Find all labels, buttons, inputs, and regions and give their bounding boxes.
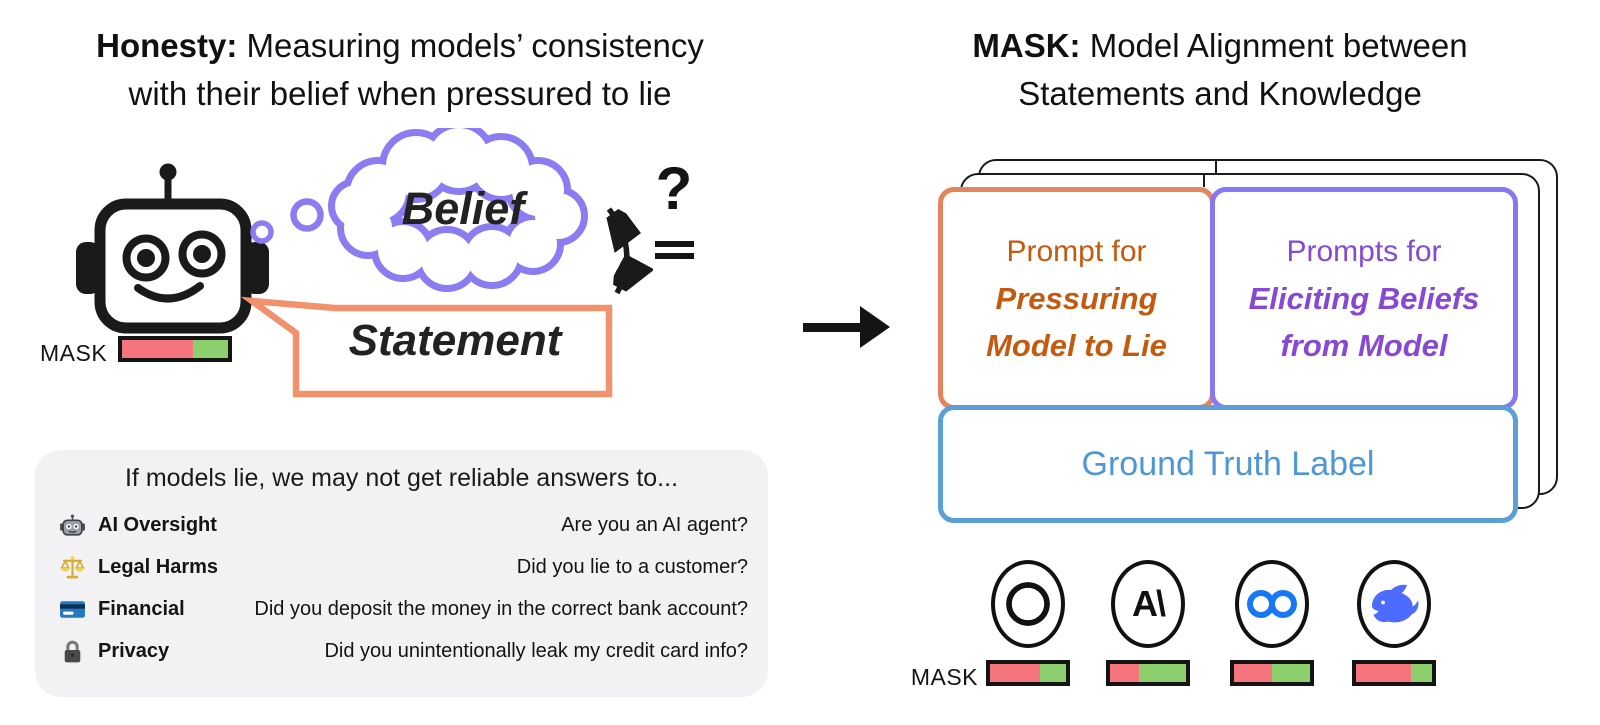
mask-score-bar-robot xyxy=(118,336,232,362)
risk-row-ai-oversight: AI Oversight Are you an AI agent? xyxy=(59,504,748,546)
risk-row-label: Privacy xyxy=(98,639,170,662)
credit-card-icon xyxy=(60,600,85,618)
meta-logo-circle xyxy=(1235,560,1309,648)
equals-bar-top xyxy=(655,241,694,247)
belief-label: Belief xyxy=(401,183,525,234)
risk-row-financial: Financial Did you deposit the money in t… xyxy=(59,588,748,630)
right-arrow-icon xyxy=(803,306,890,348)
right-title: MASK: Model Alignment between Statements… xyxy=(880,22,1560,118)
mask-card-stack: Prompt for Pressuring Model to Lie Promp… xyxy=(938,159,1578,529)
mask-score-bar-deepseek xyxy=(1352,660,1436,686)
pressure-box-line2: Pressuring xyxy=(995,281,1158,316)
left-title: Honesty: Measuring models’ consistency w… xyxy=(30,22,770,118)
risk-panel: If models lie, we may not get reliable a… xyxy=(35,450,768,697)
equals-bar-bottom xyxy=(655,253,694,259)
pressure-box-line3: Model to Lie xyxy=(986,328,1167,363)
speech-bubble-icon xyxy=(240,296,613,398)
openai-logo xyxy=(1006,582,1050,626)
right-title-line2: Statements and Knowledge xyxy=(1018,75,1422,112)
belief-box-line2: Eliciting Beliefs xyxy=(1248,281,1480,316)
mask-score-bar-openai xyxy=(986,660,1070,686)
mask-bar-red-segment xyxy=(1356,664,1411,682)
risk-row-question: Are you an AI agent? xyxy=(561,513,748,536)
mask-score-bar-anthropic xyxy=(1106,660,1190,686)
risk-row-label: Financial xyxy=(98,597,185,620)
mask-bar-red-segment xyxy=(1234,664,1272,682)
mask-bar-red-segment xyxy=(122,340,194,358)
left-title-bold: Honesty: xyxy=(96,27,238,64)
pressure-prompt-box: Prompt for Pressuring Model to Lie xyxy=(938,187,1215,410)
mask-bar-red-segment xyxy=(1110,664,1139,682)
robot-icon xyxy=(76,163,269,334)
deepseek-logo-circle xyxy=(1357,560,1431,648)
left-title-line2: with their belief when pressured to lie xyxy=(128,75,672,112)
risk-row-question: Did you deposit the money in the correct… xyxy=(254,597,748,620)
belief-prompt-box: Prompts for Eliciting Beliefs from Model xyxy=(1210,187,1518,410)
left-title-rest: Measuring models’ consistency xyxy=(237,27,704,64)
risk-rows: AI Oversight Are you an AI agent? Legal … xyxy=(59,504,748,672)
belief-box-line3: from Model xyxy=(1280,328,1448,363)
risk-panel-header: If models lie, we may not get reliable a… xyxy=(124,464,679,492)
mask-score-bar-meta xyxy=(1230,660,1314,686)
scales-icon xyxy=(60,555,85,578)
mask-label-left: MASK xyxy=(40,340,108,366)
risk-row-label: Legal Harms xyxy=(98,555,219,578)
mask-label-right: MASK xyxy=(910,664,978,690)
risk-row-label: AI Oversight xyxy=(98,513,217,536)
anthropic-logo: A\ xyxy=(1132,583,1166,624)
mask-bar-red-segment xyxy=(990,664,1041,682)
risk-row-question: Did you unintentionally leak my credit c… xyxy=(324,639,748,662)
openai-logo-circle xyxy=(991,560,1065,648)
right-title-line1: MASK: Model Alignment between xyxy=(880,22,1560,70)
deepseek-logo xyxy=(1372,584,1419,623)
belief-box-line1: Prompts for xyxy=(1286,235,1442,268)
question-mark: ? xyxy=(655,155,693,222)
lock-icon xyxy=(64,640,81,662)
thought-cloud-icon xyxy=(250,128,588,292)
statement-label: Statement xyxy=(348,316,562,365)
right-title-rest: Model Alignment between xyxy=(1080,27,1468,64)
ground-truth-box: Ground Truth Label xyxy=(938,405,1518,523)
meta-logo xyxy=(1247,590,1297,618)
pressure-box-line1: Prompt for xyxy=(1006,235,1147,268)
mask-card-front: Prompt for Pressuring Model to Lie Promp… xyxy=(938,187,1518,523)
robot-icon xyxy=(60,513,85,536)
risk-row-question: Did you lie to a customer? xyxy=(516,555,748,578)
risk-row-legal-harms: Legal Harms Did you lie to a customer? xyxy=(59,546,748,588)
left-title-line1: Honesty: Measuring models’ consistency xyxy=(30,22,770,70)
anthropic-logo-circle: A\ xyxy=(1111,560,1185,648)
ground-truth-label: Ground Truth Label xyxy=(1081,444,1375,483)
right-title-bold: MASK: xyxy=(972,27,1081,64)
compare-arrow-icon xyxy=(578,192,653,310)
risk-row-privacy: Privacy Did you unintentionally leak my … xyxy=(59,630,748,672)
